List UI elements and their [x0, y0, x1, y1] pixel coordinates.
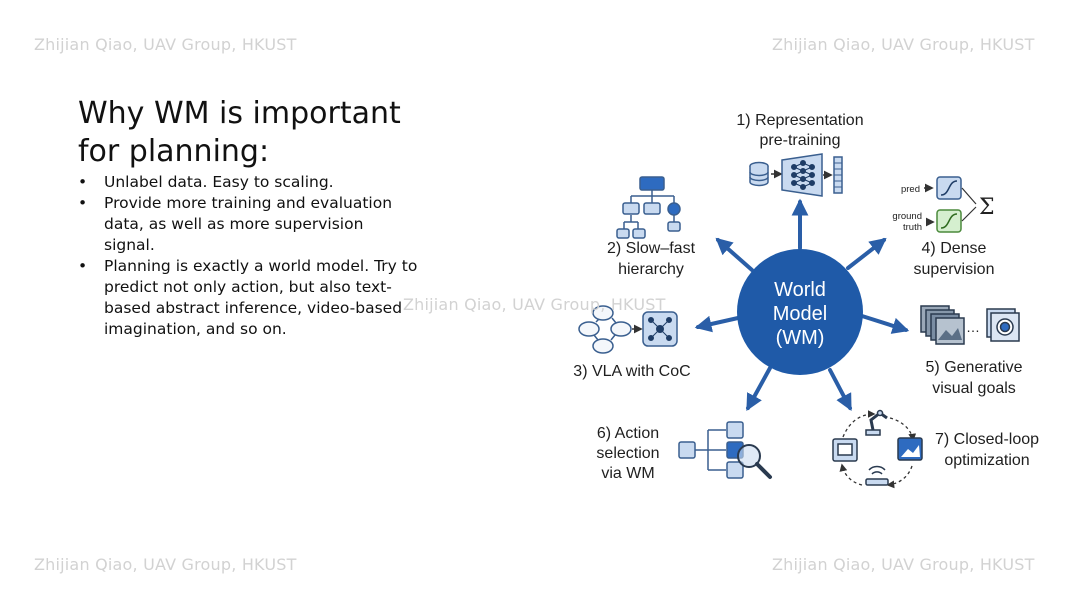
- generative-label-line-1: 5) Generative: [926, 359, 1023, 376]
- wifi-router-icon: [865, 465, 889, 486]
- neural-network-icon: [781, 153, 823, 197]
- bullet-text: Planning is exactly a world model. Try t…: [104, 257, 418, 338]
- feature-vector-icon: [833, 156, 843, 194]
- chain-of-thought-icon: [578, 305, 632, 354]
- arrow-to-slow-fast: [715, 237, 754, 272]
- action-label-line-3: via WM: [601, 465, 654, 482]
- watermark-top-right: Zhijian Qiao, UAV Group, HKUST: [772, 35, 1035, 54]
- node-dense: pred ground truth Σ 4) Dense supervision: [892, 176, 995, 278]
- slide-title-line-1: Why WM is important: [78, 96, 401, 131]
- node-slow-fast: 2) Slow–fast hierarchy: [607, 176, 696, 278]
- hierarchy-tree-icon: [616, 176, 681, 239]
- bullet-text: Provide more training and evaluation dat…: [104, 194, 393, 254]
- bullet-item: • Provide more training and evaluation da…: [78, 193, 418, 256]
- arrow-to-generative: [860, 314, 910, 334]
- bullet-symbol: •: [78, 194, 88, 212]
- slow-fast-label-line-2: hierarchy: [618, 261, 684, 278]
- slide-title: Why WM is important for planning:: [78, 95, 401, 171]
- computer-icon: [832, 438, 858, 462]
- bullet-list: • Unlabel data. Easy to scaling. • Provide…: [78, 172, 418, 340]
- bullet-symbol: •: [78, 173, 88, 191]
- dense-label-line-1: 4) Dense: [922, 240, 987, 257]
- prediction-curve-icon: [936, 176, 962, 200]
- node-action: 6) Action selection via WM: [596, 421, 772, 482]
- robot-arm-icon: [865, 409, 888, 436]
- dense-label-line-2: supervision: [914, 261, 995, 278]
- world-model-diagram: World Model (WM) 1) Representation pre-t…: [573, 112, 1039, 489]
- arrow-to-vla: [694, 315, 740, 333]
- arrow-to-closed-loop: [828, 368, 852, 411]
- world-model-label-line-1: World: [774, 279, 826, 301]
- action-branch-icon: [678, 421, 744, 479]
- arrow-to-action: [746, 366, 772, 411]
- closed-loop-label-line-2: optimization: [944, 452, 1029, 469]
- world-model-circle: [737, 249, 863, 375]
- bullet-item: • Planning is exactly a world model. Try …: [78, 256, 418, 340]
- watermark-center: Zhijian Qiao, UAV Group, HKUST: [403, 295, 666, 314]
- sum-icon: Σ: [979, 195, 995, 220]
- watermark-top-left: Zhijian Qiao, UAV Group, HKUST: [34, 35, 297, 54]
- world-model-label-line-3: (WM): [776, 327, 825, 349]
- arrow-to-dense: [846, 237, 887, 270]
- watermark-bottom-left: Zhijian Qiao, UAV Group, HKUST: [34, 555, 297, 574]
- watermark-bottom-right: Zhijian Qiao, UAV Group, HKUST: [772, 555, 1035, 574]
- world-model-node: World Model (WM): [737, 249, 863, 375]
- goal-frame-icon: [986, 308, 1020, 342]
- database-icon: [749, 161, 769, 187]
- closed-loop-label-line-1: 7) Closed-loop: [935, 431, 1039, 448]
- node-vla: 3) VLA with CoC: [573, 305, 691, 380]
- connector-arrows: [694, 198, 910, 411]
- bullet-symbol: •: [78, 257, 88, 275]
- ellipsis-icon: …: [966, 319, 980, 335]
- representation-label-line-2: pre-training: [760, 132, 841, 149]
- world-model-label-line-2: Model: [773, 303, 827, 325]
- image-icon: [897, 437, 923, 461]
- representation-label-line-1: 1) Representation: [736, 112, 863, 129]
- truth-label: truth: [903, 222, 922, 233]
- vla-label: 3) VLA with CoC: [573, 363, 690, 380]
- action-label-line-1: 6) Action: [597, 425, 659, 442]
- pred-label: pred: [901, 184, 920, 195]
- bullet-text: Unlabel data. Easy to scaling.: [104, 173, 334, 191]
- ground-truth-curve-icon: [936, 209, 962, 233]
- generative-label-line-2: visual goals: [932, 380, 1016, 397]
- bullet-item: • Unlabel data. Easy to scaling.: [78, 172, 418, 193]
- magnifier-icon: [737, 444, 772, 479]
- node-closed-loop: 7) Closed-loop optimization: [832, 409, 1039, 489]
- slow-fast-label-line-1: 2) Slow–fast: [607, 240, 696, 257]
- ground-label: ground: [892, 211, 922, 222]
- video-frames-icon: [920, 305, 965, 345]
- node-representation: 1) Representation pre-training: [736, 112, 864, 197]
- merge-lines-icon: [961, 187, 977, 222]
- network-graph-icon: [642, 311, 678, 347]
- slide-title-line-2: for planning:: [78, 134, 270, 169]
- node-generative: … 5) Generative visual goals: [920, 305, 1023, 397]
- action-label-line-2: selection: [596, 445, 659, 462]
